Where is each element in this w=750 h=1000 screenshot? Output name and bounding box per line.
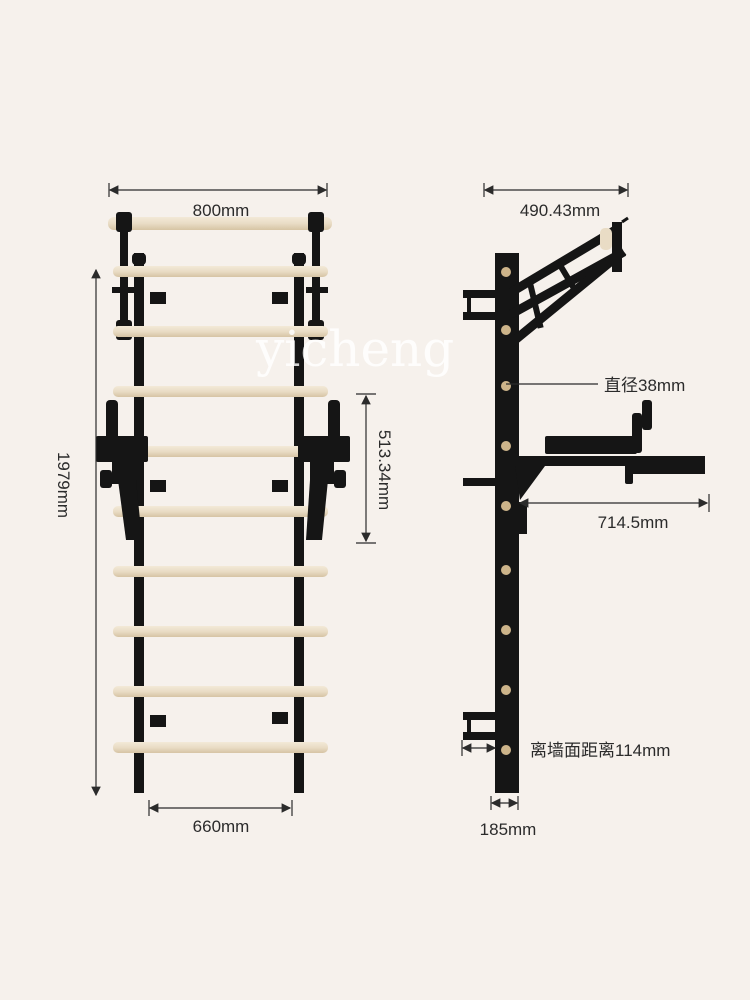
wall-bracket xyxy=(150,292,166,304)
label-wall-offset: 离墙面距离114mm xyxy=(530,741,670,760)
label-top-depth: 490.43mm xyxy=(520,201,600,220)
ladder-rung xyxy=(113,506,328,517)
side-view: 490.43mm 直径38mm 714.5mm 离墙面距离114mm 185mm xyxy=(461,183,710,839)
wall-bracket xyxy=(150,480,166,492)
label-dip-height: 513.34mm xyxy=(375,430,394,510)
wall-bracket xyxy=(272,712,288,724)
wall-bracket xyxy=(150,715,166,727)
front-view: 800mm 1979mm 513.34mm 660mm xyxy=(54,183,394,836)
dip-attachment-left xyxy=(96,400,148,540)
dip-station-side xyxy=(515,400,705,500)
right-rail xyxy=(294,253,304,793)
label-dip-depth: 714.5mm xyxy=(598,513,669,532)
ladder-rung xyxy=(113,566,328,577)
rung-end-peg xyxy=(501,501,511,511)
wall-bracket xyxy=(272,480,288,492)
label-width-top: 800mm xyxy=(193,201,250,220)
wall-bracket xyxy=(272,292,288,304)
rung-end-peg xyxy=(501,381,511,391)
ladder-rung xyxy=(113,626,328,637)
rung-end-peg xyxy=(501,745,511,755)
top-rung xyxy=(108,217,332,230)
rung-end-peg xyxy=(501,267,511,277)
ladder-rung xyxy=(113,266,328,277)
label-base-depth: 185mm xyxy=(480,820,537,839)
ladder-rung xyxy=(113,386,328,397)
ladder-rung xyxy=(113,686,328,697)
dip-attachment-right xyxy=(298,400,350,540)
rung-end-peg xyxy=(501,685,511,695)
ladder-rung xyxy=(113,742,328,753)
rung-end-peg xyxy=(501,325,511,335)
watermark: yicheng xyxy=(255,320,454,378)
rung-end-peg xyxy=(501,625,511,635)
ladder-rung xyxy=(113,326,328,337)
rung-end-peg xyxy=(501,441,511,451)
pullup-arm xyxy=(508,225,627,347)
ladder-rung xyxy=(113,446,328,457)
side-wall-bracket xyxy=(463,290,497,298)
label-width-bottom: 660mm xyxy=(193,817,250,836)
label-rung-diameter: 直径38mm xyxy=(604,376,685,395)
label-height: 1979mm xyxy=(54,452,73,518)
rung-end-peg xyxy=(501,565,511,575)
